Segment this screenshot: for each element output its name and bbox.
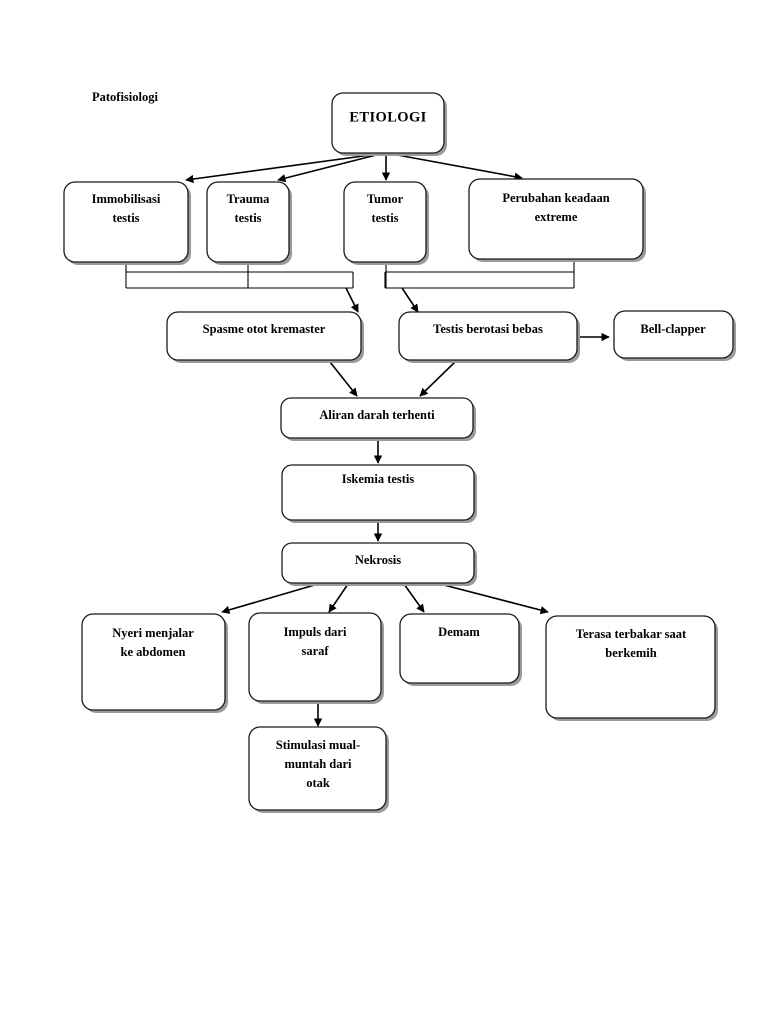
node-demam-box [399,613,520,684]
node-terbakar-box [545,615,716,719]
node-demam-label: Demam [438,625,480,639]
node-nyeri-line1: Nyeri menjalar [112,626,194,640]
node-bellclapper-box [613,310,734,359]
edge-nekrosis-demam [403,583,425,613]
node-demam[interactable]: Demam [399,613,522,686]
node-nekrosis-label: Nekrosis [355,553,401,567]
node-nyeri[interactable]: Nyeri menjalar ke abdomen [81,613,228,713]
node-berotasi-label: Testis berotasi bebas [433,322,543,336]
node-terbakar-line1: Terasa terbakar saat [576,627,687,641]
node-terbakar[interactable]: Terasa terbakar saat berkemih [545,615,718,721]
edge-spasme-aliran [329,361,358,397]
node-nyeri-line2: ke abdomen [121,645,186,659]
node-tumor-line2: testis [371,211,398,225]
node-stimulasi-box [248,726,387,811]
node-nekrosis[interactable]: Nekrosis [281,542,477,586]
node-terbakar-line2: berkemih [605,646,656,660]
node-trauma[interactable]: Trauma testis [206,181,292,265]
node-impuls-line1: Impuls dari [284,625,347,639]
node-nyeri-box [81,613,226,711]
node-spasme-label: Spasme otot kremaster [203,322,326,336]
node-trauma-line2: testis [234,211,261,225]
edge-bus-berotasi [401,287,419,313]
node-iskemia-box [281,464,475,521]
edge-berotasi-aliran [419,361,456,397]
edge-etiologi-trauma [277,153,381,183]
node-aliran-box [280,397,474,439]
node-etiologi[interactable]: ETIOLOGI [331,92,447,156]
node-immobilisasi-line1: Immobilisasi [92,192,161,206]
node-perubahan[interactable]: Perubahan keadaan extreme [468,178,646,262]
node-stimulasi-line3: otak [306,776,330,790]
node-etiologi-box [331,92,445,154]
node-tumor-line1: Tumor [367,192,404,206]
node-immobilisasi-line2: testis [112,211,139,225]
node-nekrosis-box [281,542,475,584]
edge-etiologi-perubahan [391,153,523,181]
node-aliran[interactable]: Aliran darah terhenti [280,397,476,441]
node-tumor[interactable]: Tumor testis [343,181,429,265]
edge-nekrosis-terbakar [439,583,549,615]
node-stimulasi[interactable]: Stimulasi mual- muntah dari otak [248,726,389,813]
node-stimulasi-line2: muntah dari [284,757,352,771]
node-bellclapper-label: Bell-clapper [640,322,706,336]
node-trauma-box [206,181,290,263]
connector-group [125,153,610,727]
node-berotasi[interactable]: Testis berotasi bebas [398,311,580,363]
node-impuls[interactable]: Impuls dari saraf [248,612,384,704]
node-aliran-label: Aliran darah terhenti [319,408,435,422]
edge-etiologi-immobilisasi [185,153,379,184]
edge-bus-spasme [345,287,359,313]
node-bellclapper[interactable]: Bell-clapper [613,310,736,361]
edge-nekrosis-nyeri [221,583,319,614]
node-spasme-box [166,311,362,361]
node-stimulasi-line1: Stimulasi mual- [276,738,360,752]
node-immobilisasi-box [63,181,189,263]
node-perubahan-line1: Perubahan keadaan [502,191,609,205]
node-perubahan-line2: extreme [535,210,578,224]
page-title: Patofisiologi [92,90,158,104]
node-spasme[interactable]: Spasme otot kremaster [166,311,364,363]
node-berotasi-box [398,311,578,361]
node-iskemia-label: Iskemia testis [342,472,415,486]
node-tumor-box [343,181,427,263]
edge-nekrosis-impuls [328,583,349,613]
node-etiologi-label: ETIOLOGI [349,109,426,125]
node-trauma-line1: Trauma [227,192,271,206]
node-immobilisasi[interactable]: Immobilisasi testis [63,181,191,265]
node-impuls-line2: saraf [301,644,329,658]
node-impuls-box [248,612,382,702]
node-iskemia[interactable]: Iskemia testis [281,464,477,523]
node-perubahan-box [468,178,644,260]
